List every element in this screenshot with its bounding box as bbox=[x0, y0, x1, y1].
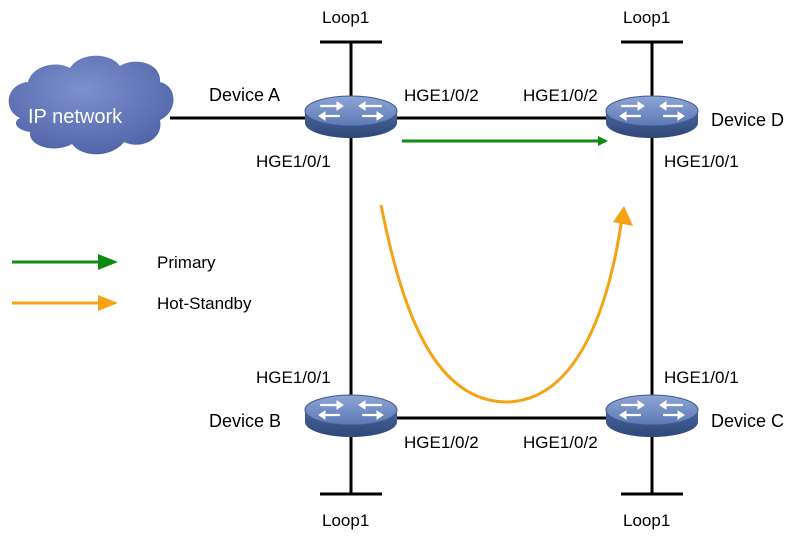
if-b-right: HGE1/0/2 bbox=[404, 433, 479, 452]
if-c-left: HGE1/0/2 bbox=[523, 433, 598, 452]
device-c-loop-label: Loop1 bbox=[623, 511, 670, 530]
device-b-name: Device B bbox=[209, 411, 281, 431]
ip-network-cloud: IP network bbox=[8, 55, 174, 155]
device-d-router-icon bbox=[604, 94, 700, 140]
links bbox=[170, 40, 683, 496]
legend: Primary Hot-Standby bbox=[12, 253, 252, 313]
device-d-loop-label: Loop1 bbox=[623, 8, 670, 27]
device-b-router-icon bbox=[303, 393, 399, 439]
if-d-top: HGE1/0/2 bbox=[523, 86, 598, 105]
device-a-router-icon bbox=[303, 94, 399, 140]
device-d-name: Device D bbox=[711, 110, 784, 130]
device-b-loop-label: Loop1 bbox=[322, 511, 369, 530]
device-c-name: Device C bbox=[711, 411, 784, 431]
device-a-loop-label: Loop1 bbox=[322, 8, 369, 27]
if-c-up: HGE1/0/1 bbox=[664, 368, 739, 387]
standby-path-arrow bbox=[379, 204, 633, 404]
if-d-down: HGE1/0/1 bbox=[664, 152, 739, 171]
legend-primary-label: Primary bbox=[157, 253, 216, 272]
if-a-top: HGE1/0/2 bbox=[404, 86, 479, 105]
if-a-down: HGE1/0/1 bbox=[256, 152, 331, 171]
device-c-router-icon bbox=[604, 393, 700, 439]
if-b-up: HGE1/0/1 bbox=[256, 368, 331, 387]
device-a-name: Device A bbox=[209, 85, 280, 105]
legend-standby-label: Hot-Standby bbox=[157, 294, 252, 313]
cloud-label: IP network bbox=[28, 106, 123, 128]
